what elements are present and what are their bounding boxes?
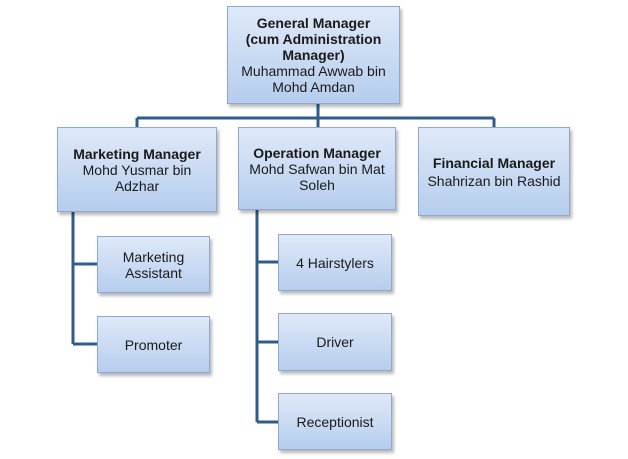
driver-label: Driver: [316, 334, 354, 350]
driver-box: Driver: [278, 313, 392, 371]
marketing-manager-box: Marketing Manager Mohd Yusmar bin Adzhar: [57, 127, 217, 212]
operation-manager-title: Operation Manager: [253, 144, 381, 161]
financial-manager-box: Financial Manager Shahrizan bin Rashid: [418, 127, 570, 216]
general-manager-title-line2: (cum Administration: [245, 31, 382, 47]
operation-manager-name-line2: Soleh: [299, 176, 335, 193]
promoter-label: Promoter: [124, 336, 183, 353]
general-manager-title-line1: General Manager: [256, 15, 371, 31]
receptionist-box: Receptionist: [278, 393, 392, 450]
general-manager-box: General Manager (cum Administration Mana…: [227, 6, 400, 104]
hairstylers-label: 4 Hairstylers: [296, 254, 374, 271]
marketing-manager-name-line1: Mohd Yusmar bin: [82, 161, 192, 178]
financial-manager-title: Financial Manager: [432, 154, 556, 171]
financial-manager-name: Shahrizan bin Rashid: [427, 172, 561, 189]
marketing-manager-title: Marketing Manager: [73, 145, 201, 162]
receptionist-label: Receptionist: [296, 413, 374, 430]
marketing-assistant-label-line1: Marketing: [122, 248, 185, 265]
operation-manager-name-line1: Mohd Safwan bin Mat: [249, 160, 385, 177]
operation-manager-box: Operation Manager Mohd Safwan bin Mat So…: [238, 127, 396, 210]
hairstylers-box: 4 Hairstylers: [278, 234, 392, 291]
marketing-manager-name-line2: Adzhar: [114, 177, 160, 194]
promoter-box: Promoter: [97, 316, 210, 373]
marketing-assistant-label-line2: Assistant: [125, 264, 182, 281]
general-manager-name-line1: Muhammad Awwab bin: [241, 63, 386, 79]
marketing-assistant-box: Marketing Assistant: [97, 236, 210, 293]
general-manager-name-line2: Mohd Amdan: [272, 79, 355, 95]
general-manager-title-line3: Manager): [282, 47, 345, 63]
